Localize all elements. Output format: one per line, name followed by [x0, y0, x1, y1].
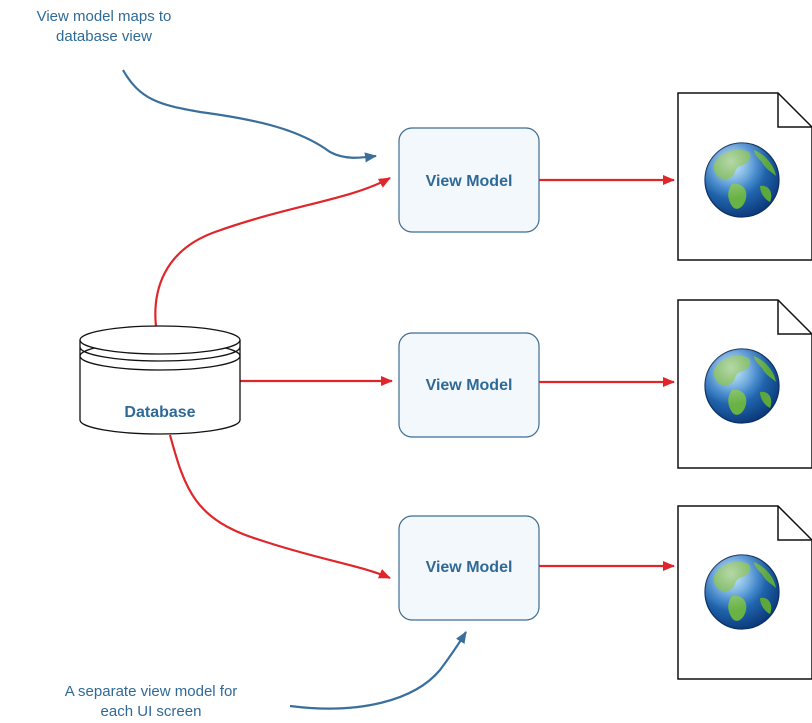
view-model-label: View Model — [426, 559, 513, 576]
top-note-arrow — [122, 69, 377, 163]
top-note-line-2: database view — [56, 28, 152, 45]
view-model-label: View Model — [426, 173, 513, 190]
view-model-box-2: View Model — [398, 332, 540, 438]
database-label: Database — [124, 404, 195, 421]
globe-icon — [704, 142, 780, 218]
web-page-document-2 — [677, 299, 812, 469]
web-page-document-1 — [677, 92, 812, 261]
bottom-note-arrow — [289, 631, 467, 710]
db-to-viewmodel-1-connector — [154, 177, 391, 335]
bottom-note-line-1: A separate view model for — [65, 683, 238, 700]
globe-icon — [704, 554, 780, 630]
database-cylinder: Database — [79, 325, 241, 435]
globe-icon — [704, 348, 780, 424]
view-model-label: View Model — [426, 377, 513, 394]
bottom-note-line-2: each UI screen — [101, 703, 202, 720]
web-page-document-3 — [677, 505, 812, 680]
view-model-box-1: View Model — [398, 127, 540, 233]
view-model-box-3: View Model — [398, 515, 540, 621]
db-to-viewmodel-3-connector — [168, 434, 391, 580]
top-note: View model maps to database view — [37, 8, 172, 45]
bottom-note: A separate view model for each UI screen — [65, 683, 238, 720]
top-note-line-1: View model maps to — [37, 8, 172, 25]
